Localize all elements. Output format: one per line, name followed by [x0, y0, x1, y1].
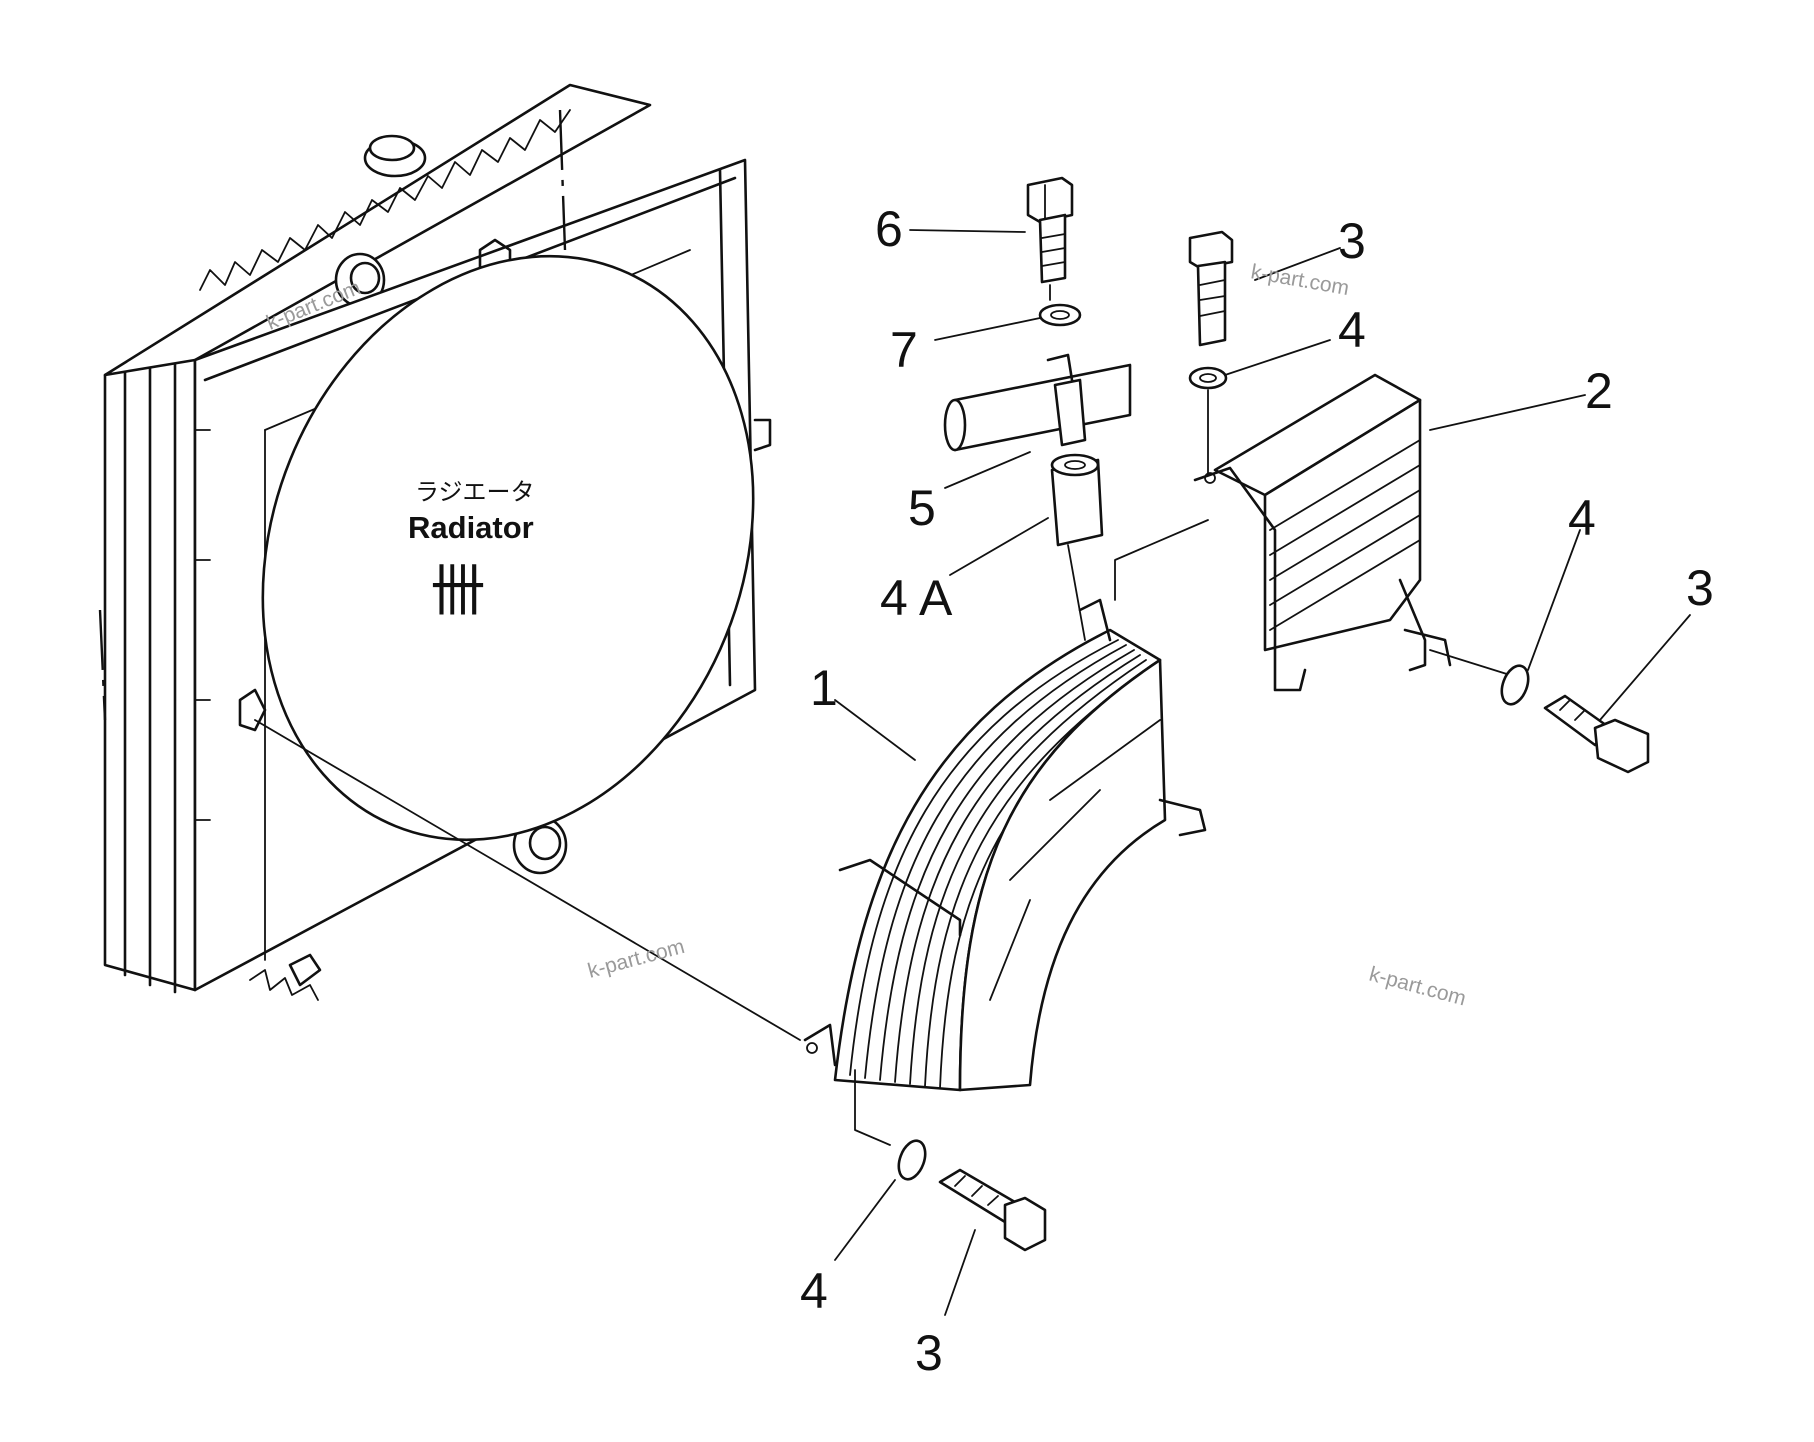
- shroud-part-1: [803, 598, 1207, 1092]
- washer-part-4-right: [1500, 664, 1530, 706]
- bolt-part-6: [1026, 176, 1074, 284]
- washer-part-4-top: [1188, 366, 1228, 390]
- callout-3-bottom: 3: [915, 1325, 943, 1381]
- radiator-top-panel: [103, 83, 652, 377]
- radiator-label-jp: ラジエータ: [415, 478, 535, 506]
- shroud-part-2: [1193, 373, 1452, 692]
- callout-5: 5: [908, 480, 936, 536]
- callout-7: 7: [890, 322, 918, 378]
- callout-4-top: 4: [1338, 302, 1366, 358]
- callout-4-right: 4: [1568, 490, 1596, 546]
- watermark-2: k-part.com: [1249, 260, 1351, 300]
- clamp-part-5: [943, 353, 1132, 452]
- radiator-label-en: Radiator: [408, 510, 534, 545]
- callout-3-top: 3: [1338, 213, 1366, 269]
- washer-part-4-bottom: [897, 1139, 927, 1181]
- bolt-part-3-top: [1188, 230, 1234, 347]
- assembly-lines: [254, 284, 1511, 1146]
- callout-6: 6: [875, 201, 903, 257]
- radiator-assembly: [98, 83, 772, 1001]
- bolt-part-3-right: [1543, 694, 1650, 774]
- radiator-label-mark: 卌: [430, 559, 486, 624]
- callout-2: 2: [1585, 363, 1613, 419]
- callout-3-right: 3: [1686, 560, 1714, 616]
- callout-leaders: [834, 229, 1691, 1316]
- spacer-part-4a: [1050, 453, 1104, 547]
- fan-opening: [261, 254, 755, 842]
- watermark-4: k-part.com: [1367, 963, 1469, 1011]
- callout-1: 1: [810, 660, 838, 716]
- watermark-3: k-part.com: [585, 935, 687, 983]
- left-mount-tab: [238, 688, 267, 732]
- bolt-part-3-bottom: [938, 1168, 1047, 1252]
- washer-part-7: [1038, 303, 1082, 327]
- callout-4a: 4 A: [880, 570, 953, 626]
- callout-4-bottom: 4: [800, 1263, 828, 1319]
